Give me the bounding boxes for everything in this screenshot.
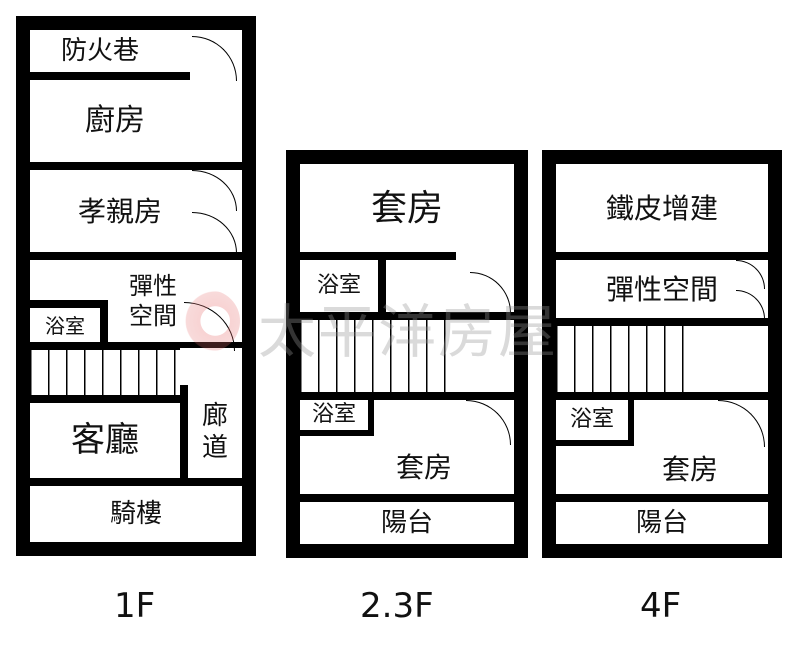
- floor-label-2-3f: 2.3F: [360, 586, 434, 626]
- room-parent: 孝親房: [77, 194, 162, 228]
- stairs: [556, 326, 691, 392]
- watermark: 太平洋房屋: [258, 298, 559, 366]
- room-fire-lane: 防火巷: [60, 35, 139, 66]
- room-living: 客廳: [71, 420, 139, 461]
- stairs: [30, 350, 180, 395]
- room-arcade: 騎樓: [109, 498, 162, 529]
- room-kitchen: 廚房: [85, 103, 145, 139]
- room-suite-bottom: 套房: [395, 450, 452, 484]
- room-balcony: 陽台: [635, 507, 688, 538]
- stairs: [300, 320, 455, 392]
- room-suite-top: 套房: [370, 187, 443, 229]
- room-bathroom-bottom: 浴室: [311, 402, 356, 428]
- room-balcony: 陽台: [380, 507, 433, 538]
- floor-label-4f: 4F: [640, 586, 682, 626]
- room-bathroom: 浴室: [569, 407, 614, 433]
- room-iron-addition: 鐵皮增建: [605, 191, 718, 225]
- floor-label-1f: 1F: [114, 586, 156, 626]
- room-suite: 套房: [661, 452, 718, 486]
- watermark-logo-icon: [178, 290, 240, 352]
- room-corridor: 廊 道: [201, 400, 228, 464]
- room-flex-space: 彈性空間: [605, 272, 718, 306]
- room-bathroom: 浴室: [45, 313, 85, 338]
- door-icon: [718, 400, 765, 447]
- door-icon: [466, 400, 511, 445]
- room-flex-space: 彈性 空間: [129, 272, 177, 330]
- room-bathroom-top: 浴室: [316, 273, 361, 299]
- door-icon: [192, 36, 237, 81]
